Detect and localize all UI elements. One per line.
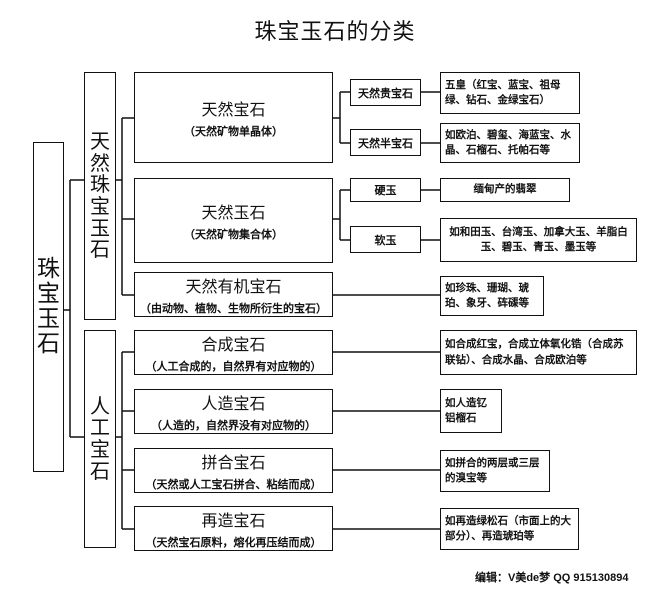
root-node: 珠 宝 玉 石 — [33, 142, 64, 472]
artificial-char: 人 — [90, 393, 110, 418]
example-organic: 如珍珠、珊瑚、琥珀、象牙、砗磲等 — [440, 276, 544, 316]
category-name: 合成宝石 — [201, 335, 266, 354]
subcategory-semi-precious-gem: 天然半宝石 — [350, 129, 421, 156]
artificial-branch-node: 人 工 宝 石 — [84, 330, 116, 548]
example-text: 如人造钇铝榴石 — [445, 396, 487, 424]
category-name: 天然有机宝石 — [185, 277, 282, 296]
subcategory-precious-gem: 天然贵宝石 — [350, 79, 421, 106]
category-natural-gem: 天然宝石 （天然矿物单晶体） — [134, 72, 333, 163]
natural-char: 珠 — [90, 172, 110, 197]
category-name: 拼合宝石 — [201, 453, 266, 472]
subcategory-label: 软玉 — [374, 233, 397, 247]
category-desc: （天然矿物集合体） — [184, 228, 283, 241]
example-reconstructed: 如再造绿松石（市面上的大部分）、再造琥珀等 — [440, 508, 579, 550]
category-natural-jade: 天然玉石 （天然矿物集合体） — [134, 178, 333, 263]
example-text: 如拼合的两层或三层的溴宝等 — [445, 456, 540, 484]
artificial-char: 宝 — [90, 437, 110, 461]
subcategory-label: 天然半宝石 — [358, 136, 413, 150]
root-char: 珠 — [37, 256, 60, 283]
subcategory-label: 硬玉 — [374, 184, 397, 197]
example-text: 如和田玉、台湾玉、加拿大玉、羊脂白玉、碧玉、青玉、墨玉等 — [449, 225, 628, 253]
category-name: 人造宝石 — [201, 394, 266, 413]
category-organic-gem: 天然有机宝石 （由动物、植物、生物所衍生的宝石） — [134, 272, 333, 317]
natural-char: 天 — [90, 129, 110, 154]
category-reconstructed-gem: 再造宝石 （天然宝石原料，熔化再压结而成） — [134, 506, 333, 551]
subcategory-label: 天然贵宝石 — [358, 86, 413, 100]
category-name: 天然宝石 — [201, 100, 266, 119]
category-composite-gem: 拼合宝石 （天然或人工宝石拼合、粘结而成） — [134, 448, 333, 493]
example-precious-gems: 五皇（红宝、蓝宝、祖母绿、钻石、金绿宝石） — [440, 72, 580, 114]
category-desc: （人造的，自然界没有对应物的） — [151, 419, 316, 432]
subcategory-nephrite: 软玉 — [350, 226, 421, 253]
example-text: 五皇（红宝、蓝宝、祖母绿、钻石、金绿宝石） — [445, 78, 561, 106]
category-synthetic-gem: 合成宝石 （人工合成的，自然界有对应物的） — [134, 330, 333, 375]
example-text: 如再造绿松石（市面上的大部分）、再造琥珀等 — [445, 514, 571, 542]
editor-credit: 编辑：V美de梦 QQ 915130894 — [475, 572, 629, 584]
artificial-char: 石 — [90, 458, 110, 483]
category-name: 天然玉石 — [201, 203, 266, 222]
example-composite: 如拼合的两层或三层的溴宝等 — [440, 450, 550, 492]
example-text: 如珍珠、珊瑚、琥珀、象牙、砗磲等 — [445, 281, 529, 309]
category-name: 再造宝石 — [201, 511, 266, 530]
category-desc: （天然矿物单晶体） — [184, 125, 283, 138]
root-char: 玉 — [37, 306, 60, 332]
natural-branch-node: 天 然 珠 宝 玉 石 — [84, 72, 116, 320]
example-nephrite: 如和田玉、台湾玉、加拿大玉、羊脂白玉、碧玉、青玉、墨玉等 — [440, 218, 637, 262]
category-desc: （天然或人工宝石拼合、粘结而成） — [145, 478, 322, 491]
example-semi-precious-gems: 如欧泊、碧玺、海蓝宝、水晶、石榴石、托帕石等 — [440, 123, 580, 163]
natural-char: 宝 — [90, 194, 110, 218]
example-man-made: 如人造钇铝榴石 — [440, 389, 502, 433]
root-char: 宝 — [37, 281, 60, 308]
artificial-char: 工 — [90, 415, 110, 440]
example-jadeite: 缅甸产的翡翠 — [440, 178, 570, 202]
example-text: 缅甸产的翡翠 — [473, 183, 537, 196]
example-synthetic: 如合成红宝，合成立体氧化锆（合成苏联钻）、合成水晶、合成欧泊等 — [440, 330, 637, 375]
category-desc: （人工合成的，自然界有对应物的） — [145, 360, 322, 373]
root-char: 石 — [37, 330, 60, 357]
category-desc: （由动物、植物、生物所衍生的宝石） — [140, 302, 327, 315]
example-text: 如欧泊、碧玺、海蓝宝、水晶、石榴石、托帕石等 — [445, 128, 571, 156]
diagram-title: 珠宝玉石的分类 — [254, 20, 416, 45]
natural-char: 玉 — [90, 215, 110, 240]
natural-char: 石 — [90, 237, 110, 262]
subcategory-jadeite: 硬玉 — [350, 178, 421, 202]
example-text: 如合成红宝，合成立体氧化锆（合成苏联钻）、合成水晶、合成欧泊等 — [445, 338, 624, 366]
natural-char: 然 — [90, 150, 110, 175]
category-man-made-gem: 人造宝石 （人造的，自然界没有对应物的） — [134, 389, 333, 434]
category-desc: （天然宝石原料，熔化再压结而成） — [145, 536, 322, 549]
